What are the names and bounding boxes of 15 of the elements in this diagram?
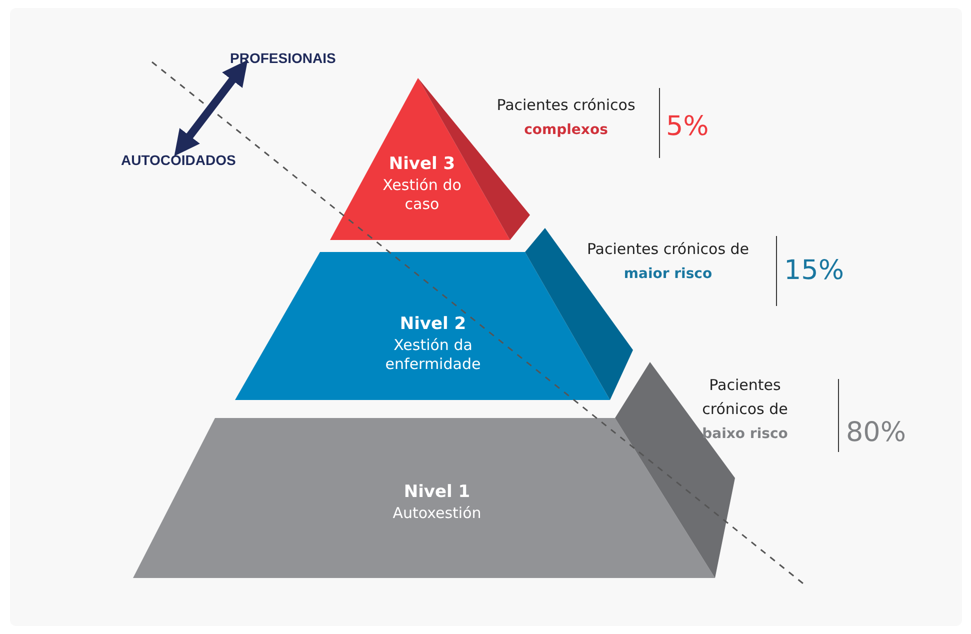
- patient-group-text: Pacientes crónicos de maior risco: [586, 239, 750, 284]
- axis-label: AUTOCOIDADOS: [121, 152, 236, 168]
- percentage-value: 80%: [846, 417, 906, 448]
- tier-title: Nivel 2: [398, 314, 468, 334]
- tier-title: Nivel 1: [402, 482, 472, 502]
- percentage-value: 5%: [666, 111, 709, 142]
- double-arrow: [174, 60, 248, 156]
- tier-description: Xestión da enfermidade: [384, 336, 482, 374]
- percentage-value: 15%: [784, 255, 844, 286]
- tier-title: Nivel 3: [388, 154, 456, 174]
- tier-description: Xestión do caso: [382, 176, 462, 214]
- patient-group-text: Pacientes crónicos complexos: [496, 95, 636, 140]
- patient-group-text: Pacientes crónicos de baixo risco: [701, 375, 789, 444]
- tier-description: Autoxestión: [392, 504, 482, 523]
- axis-label: PROFESIONAIS: [230, 50, 336, 66]
